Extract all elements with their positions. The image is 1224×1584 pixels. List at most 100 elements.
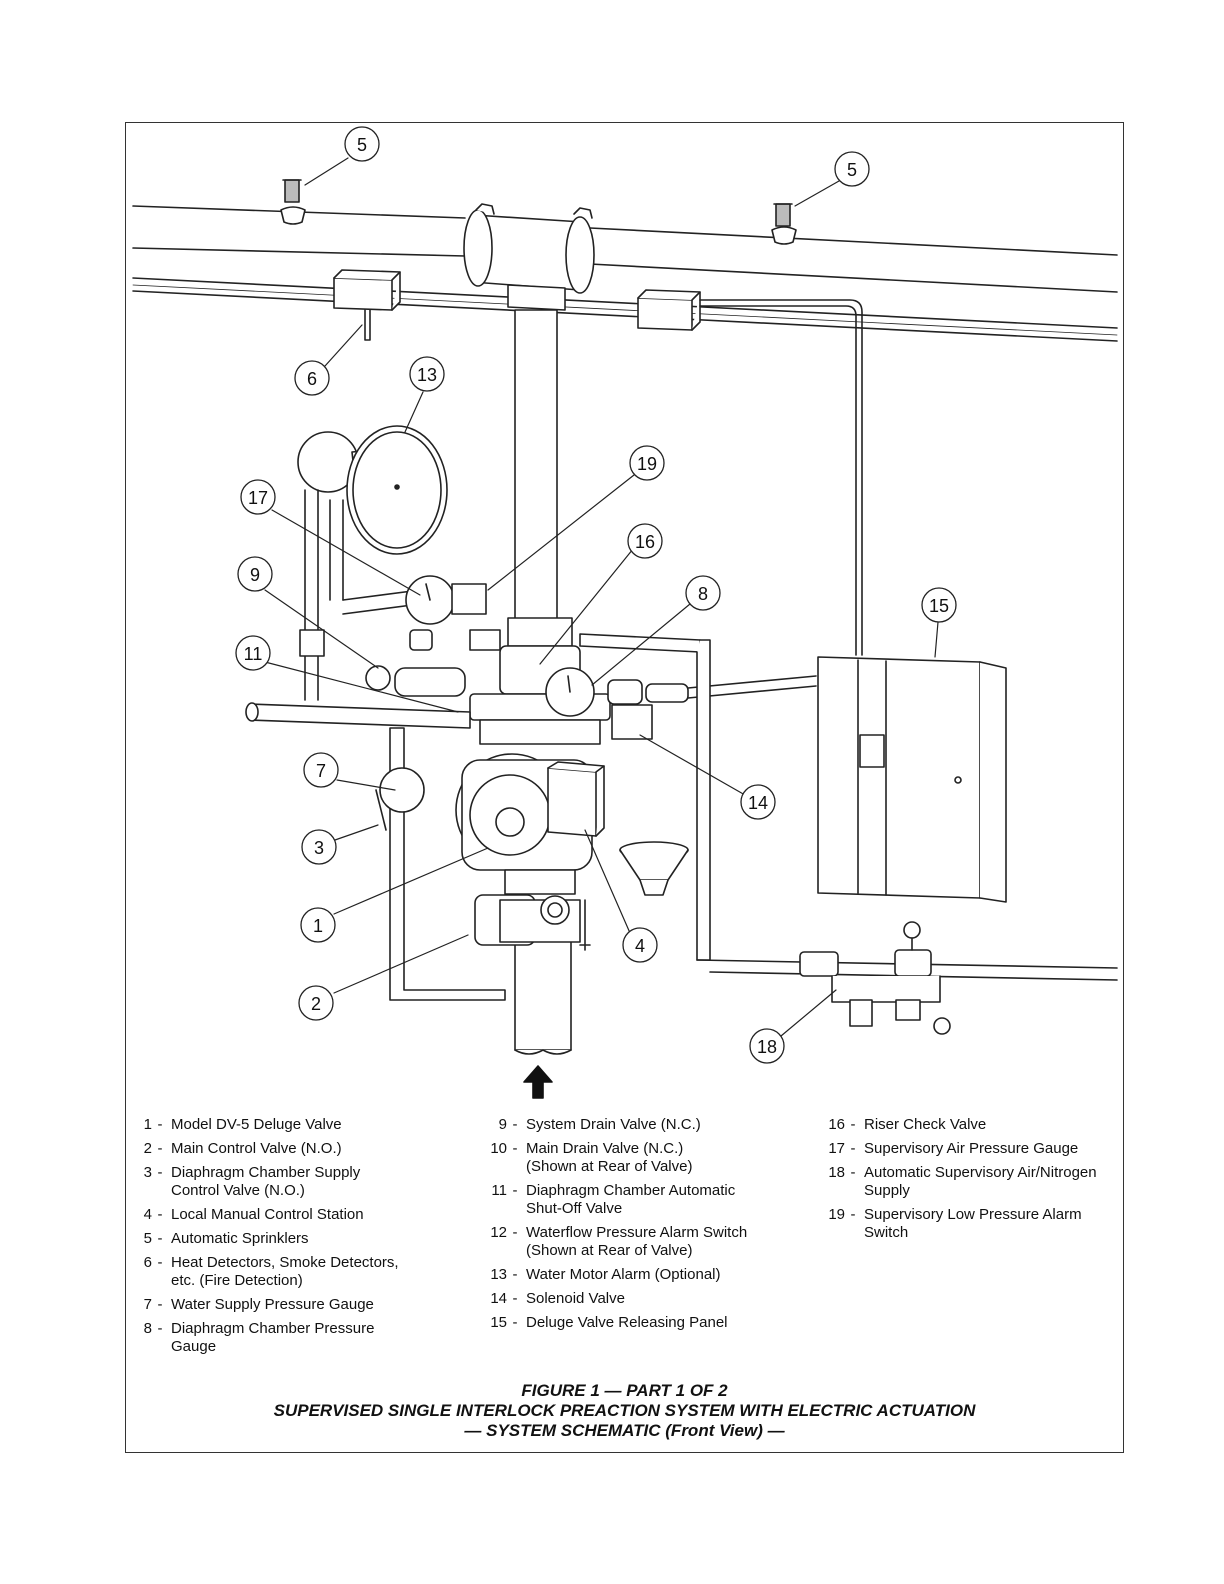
legend-number: 8 xyxy=(143,1320,152,1337)
legend-text: Water Motor Alarm (Optional) xyxy=(526,1266,721,1283)
legend-text: Model DV-5 Deluge Valve xyxy=(171,1116,342,1133)
svg-text:14: 14 xyxy=(748,793,768,813)
callout-7: 7 xyxy=(303,752,339,788)
legend-number: 10 xyxy=(490,1140,507,1157)
callout-14: 14 xyxy=(740,784,776,820)
detection-wiring xyxy=(699,299,863,656)
legend-number: 4 xyxy=(143,1206,152,1223)
overhead-main-pipe xyxy=(132,205,1118,342)
legend-number: 17 xyxy=(828,1140,845,1157)
releasing-panel xyxy=(817,656,1007,903)
diaphragm-pressure-gauge xyxy=(545,667,595,717)
legend-text: Automatic Sprinklers xyxy=(171,1230,309,1247)
legend-text: Diaphragm Chamber Pressure xyxy=(171,1320,375,1337)
legend-number: 11 xyxy=(491,1182,507,1199)
legend-text: Automatic Supervisory Air/Nitrogen xyxy=(864,1164,1097,1181)
legend-number: 7 xyxy=(143,1296,152,1313)
legend-number: 6 xyxy=(143,1254,152,1271)
callout-13: 13 xyxy=(409,356,445,392)
caption-figure-number: FIGURE 1 — PART 1 OF 2 xyxy=(521,1381,728,1400)
legend-text: Main Drain Valve (N.C.) xyxy=(526,1140,684,1157)
callout-8: 8 xyxy=(685,575,721,611)
callout-17: 17 xyxy=(240,479,276,515)
legend-number: 16 xyxy=(828,1116,845,1133)
legend-text: (Shown at Rear of Valve) xyxy=(526,1158,693,1175)
svg-text:5: 5 xyxy=(357,135,367,155)
riser-tee-fitting xyxy=(463,203,595,311)
svg-text:8: 8 xyxy=(698,584,708,604)
figure-frame xyxy=(125,122,1124,1453)
manual-control-station xyxy=(547,761,605,837)
riser-pipe xyxy=(514,309,572,1055)
callout-6: 6 xyxy=(294,360,330,396)
callout-15: 15 xyxy=(921,587,957,623)
callout-bubbles: 5 5 6 13 19 17 16 9 8 15 11 7 14 3 1 4 2… xyxy=(235,126,957,1064)
legend-number: 3 xyxy=(143,1164,152,1181)
svg-text:17: 17 xyxy=(248,488,268,508)
sprinkler-left xyxy=(280,179,306,225)
legend-number: 18 xyxy=(828,1164,845,1181)
callout-leaders xyxy=(264,157,939,1037)
legend-number: 12 xyxy=(490,1224,507,1241)
callout-16: 16 xyxy=(627,523,663,559)
drip-funnel xyxy=(619,841,689,896)
callout-2: 2 xyxy=(298,985,334,1021)
legend-text: Deluge Valve Releasing Panel xyxy=(526,1314,728,1331)
legend-text: Shut-Off Valve xyxy=(526,1200,623,1217)
legend-text: Main Control Valve (N.O.) xyxy=(171,1140,342,1157)
svg-text:19: 19 xyxy=(637,454,657,474)
legend-text: Switch xyxy=(864,1224,909,1241)
svg-text:6: 6 xyxy=(307,369,317,389)
svg-text:3: 3 xyxy=(314,838,324,858)
legend-text: Gauge xyxy=(171,1338,217,1355)
legend-text: Waterflow Pressure Alarm Switch xyxy=(526,1224,748,1241)
svg-text:9: 9 xyxy=(250,565,260,585)
svg-text:18: 18 xyxy=(757,1037,777,1057)
legend-number: 1 xyxy=(143,1116,152,1133)
callout-1: 1 xyxy=(300,907,336,943)
water-flow-arrow xyxy=(523,1065,553,1099)
legend-text: (Shown at Rear of Valve) xyxy=(526,1242,693,1259)
legend-number: 2 xyxy=(143,1140,152,1157)
legend-text: Supervisory Air Pressure Gauge xyxy=(864,1140,1079,1157)
callout-18: 18 xyxy=(749,1028,785,1064)
detector-box-right xyxy=(637,289,701,331)
main-control-valve xyxy=(474,894,591,951)
legend-text: Water Supply Pressure Gauge xyxy=(171,1296,374,1313)
callout-4: 4 xyxy=(622,927,658,963)
system-drain-valve xyxy=(365,665,466,697)
legend-text: Supervisory Low Pressure Alarm xyxy=(864,1206,1082,1223)
supervisory-air-supply xyxy=(799,921,951,1035)
legend-text: Diaphragm Chamber Supply xyxy=(171,1164,361,1181)
water-motor-alarm xyxy=(297,425,448,555)
callout-5-left: 5 xyxy=(344,126,380,162)
sprinkler-right xyxy=(771,203,797,245)
diaphragm-supply-line xyxy=(375,727,506,1001)
legend-text: Solenoid Valve xyxy=(526,1290,625,1307)
legend-text: Riser Check Valve xyxy=(864,1116,987,1133)
legend-number: 5 xyxy=(143,1230,152,1247)
callout-3: 3 xyxy=(301,829,337,865)
legend-number: 13 xyxy=(490,1266,507,1283)
supervisory-air-gauge xyxy=(405,575,501,651)
legend-text: System Drain Valve (N.C.) xyxy=(526,1116,701,1133)
svg-text:2: 2 xyxy=(311,994,321,1014)
svg-text:1: 1 xyxy=(313,916,323,936)
svg-text:15: 15 xyxy=(929,596,949,616)
legend-number: 15 xyxy=(490,1314,507,1331)
svg-text:11: 11 xyxy=(244,644,263,664)
caption-subtitle: — SYSTEM SCHEMATIC (Front View) — xyxy=(464,1421,785,1440)
svg-text:4: 4 xyxy=(635,936,645,956)
svg-text:13: 13 xyxy=(417,365,437,385)
legend-text: Supply xyxy=(864,1182,910,1199)
solenoid-valve xyxy=(607,675,817,740)
caption-title: SUPERVISED SINGLE INTERLOCK PREACTION SY… xyxy=(273,1401,976,1420)
legend-text: etc. (Fire Detection) xyxy=(171,1272,303,1289)
legend-number: 19 xyxy=(828,1206,845,1223)
svg-text:5: 5 xyxy=(847,160,857,180)
figure-caption: FIGURE 1 — PART 1 OF 2 SUPERVISED SINGLE… xyxy=(125,1381,1124,1441)
legend-number: 9 xyxy=(498,1116,507,1133)
main-drain-pipe xyxy=(245,702,471,729)
svg-text:16: 16 xyxy=(635,532,655,552)
